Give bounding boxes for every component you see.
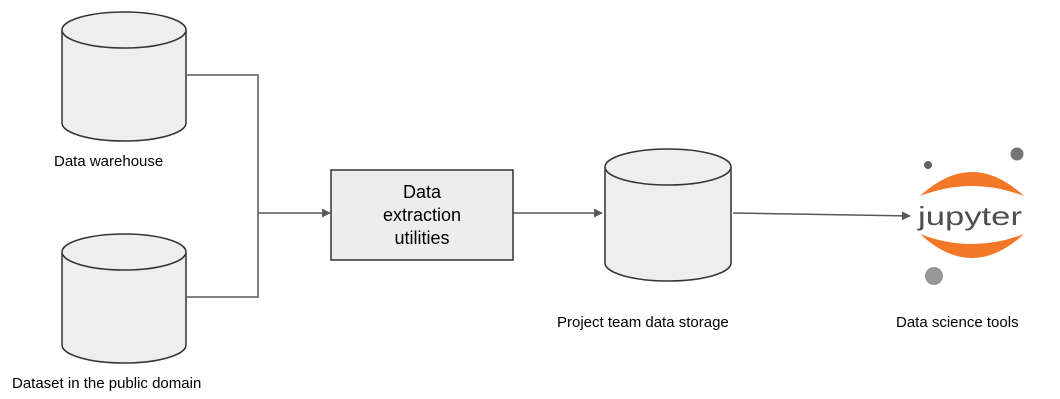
data-science-tools-label: Data science tools: [896, 314, 1019, 331]
data-warehouse-label: Data warehouse: [54, 153, 164, 170]
cylinder-icon: [604, 148, 732, 282]
cylinder-icon: [61, 11, 187, 142]
jupyter-orbit-icon: [920, 172, 1024, 196]
cylinder-icon: [61, 233, 187, 364]
extraction-box-label: Data extraction utilities: [382, 181, 462, 248]
jupyter-moon-icon: [924, 161, 932, 169]
extraction-box: [330, 169, 514, 261]
project-storage-label: Project team data storage: [557, 314, 729, 331]
jupyter-moon-icon: [925, 267, 943, 285]
jupyter-moon-icon: [1010, 147, 1024, 161]
warehouse-connector: [187, 74, 259, 213]
public-dataset-connector: [187, 213, 259, 298]
arrow-to-tools: [732, 211, 911, 221]
connectors: [187, 74, 911, 298]
public-dataset-label: Dataset in the public domain: [12, 375, 202, 392]
extraction-box-label-wrap: Data extraction utilities: [331, 170, 513, 260]
jupyter-logo: jupyter: [917, 147, 1024, 285]
jupyter-wordmark: jupyter: [917, 201, 1023, 231]
jupyter-orbit-icon: [920, 234, 1024, 258]
